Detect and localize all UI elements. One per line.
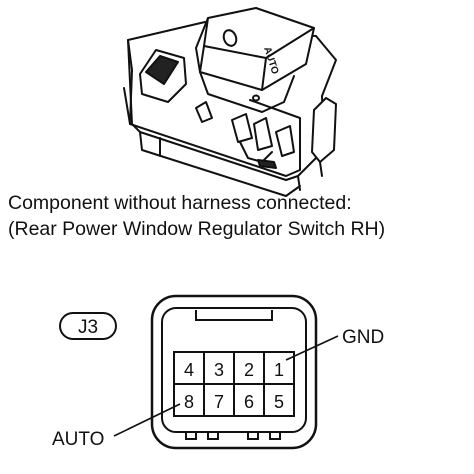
gnd-terminal-label: GND — [342, 327, 384, 348]
pin-7: 7 — [214, 392, 224, 412]
connector-id-label: J3 — [78, 317, 98, 338]
caption-line-2: (Rear Power Window Regulator Switch RH) — [8, 218, 386, 240]
pin-4: 4 — [184, 360, 194, 380]
pin-8: 8 — [184, 392, 194, 412]
pin-2: 2 — [244, 360, 254, 380]
auto-terminal-label: AUTO — [52, 429, 104, 450]
connector-face — [150, 294, 318, 450]
pin-5: 5 — [274, 392, 284, 412]
connector-id-badge: J3 — [59, 312, 117, 340]
power-window-switch-illustration — [123, 7, 337, 197]
gnd-leader-line — [285, 335, 339, 361]
pin-1: 1 — [274, 360, 284, 380]
pin-numbers: 4 3 2 1 8 7 6 5 — [184, 360, 284, 412]
auto-leader-line — [113, 403, 181, 437]
pin-3: 3 — [214, 360, 224, 380]
pin-6: 6 — [244, 392, 254, 412]
caption-line-1: Component without harness connected: — [8, 192, 352, 214]
